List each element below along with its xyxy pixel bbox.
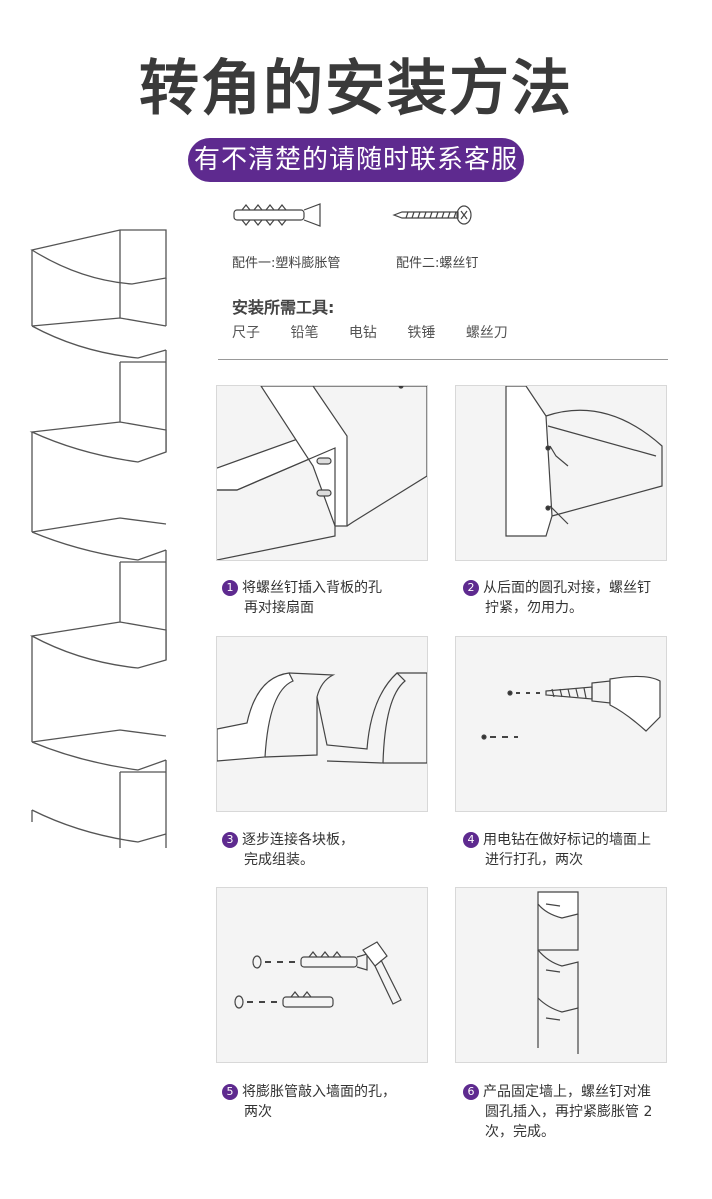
page-title: 转角的安装方法: [139, 54, 573, 124]
step-5-illustration: [216, 887, 428, 1063]
step-4-illustration: [455, 636, 667, 812]
tool-item: 尺子: [232, 325, 260, 341]
tool-item: 螺丝刀: [465, 325, 508, 341]
tool-item: 电钻: [348, 325, 377, 341]
screw-icon: [392, 205, 472, 225]
step-number-badge: 6: [463, 1084, 479, 1100]
step-number-badge: 1: [222, 580, 238, 596]
part-label-screw: 配件二:螺丝钉: [396, 256, 479, 271]
step-number-badge: 4: [463, 832, 479, 848]
tools-list: 尺子 铅笔 电钻 铁锤 螺丝刀: [232, 322, 526, 342]
tools-title: 安装所需工具:: [232, 298, 335, 317]
step-number-badge: 3: [222, 832, 238, 848]
tool-item: 铅笔: [290, 325, 319, 341]
divider: [218, 359, 668, 360]
step-1-illustration: [216, 385, 428, 561]
step-6-illustration: [455, 887, 667, 1063]
plastic-anchor-icon: [233, 203, 321, 227]
part-label-anchor: 配件一:塑料膨胀管: [232, 256, 341, 271]
tool-item: 铁锤: [407, 325, 436, 341]
corner-shelf-illustration: [20, 222, 180, 852]
step-3-illustration: [216, 636, 428, 812]
step-2-illustration: [455, 385, 667, 561]
step-number-badge: 5: [222, 1084, 238, 1100]
step-number-badge: 2: [463, 580, 479, 596]
contact-banner: 有不清楚的请随时联系客服: [188, 138, 524, 182]
